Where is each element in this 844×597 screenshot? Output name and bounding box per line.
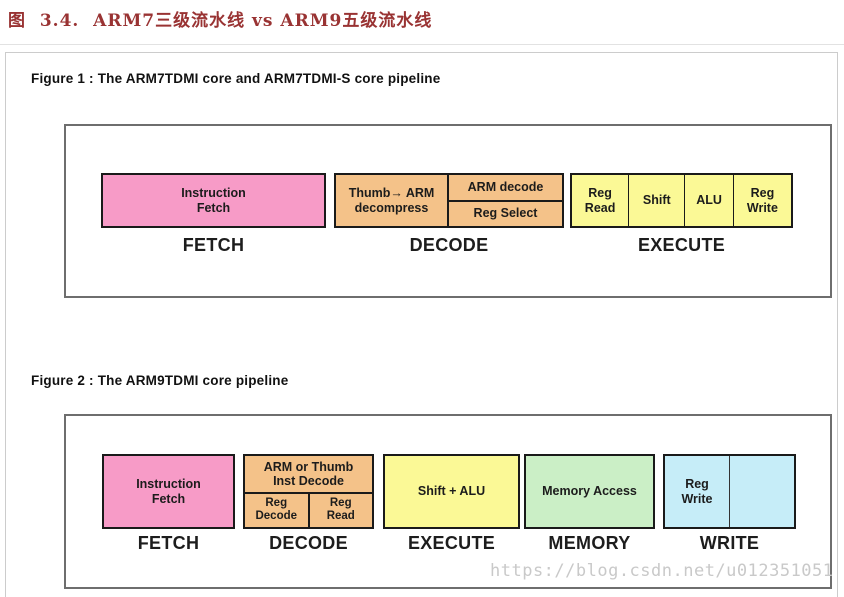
- figure2-execute-label: EXECUTE: [407, 533, 496, 553]
- figure1-execute-group: Reg Read Shift ALU Reg Write: [570, 173, 793, 228]
- figure2-reg-decode-cell: Reg Decode: [255, 497, 298, 523]
- figure1-execute-label: EXECUTE: [637, 235, 726, 255]
- figure1-alu-cell: ALU: [684, 175, 732, 226]
- figure1-reg-read-cell: Reg Read: [584, 185, 616, 215]
- figure1-instruction-fetch-cell: Instruction Fetch: [101, 173, 326, 228]
- figure2-write-empty-cell: [729, 456, 794, 527]
- figure2-decode-group: ARM or Thumb Inst Decode Reg Decode Reg …: [243, 454, 374, 529]
- figure2-write-label: WRITE: [699, 533, 760, 553]
- figure2-caption: Figure 2 : The ARM9TDMI core pipeline: [31, 373, 289, 388]
- figure1-fetch-label: FETCH: [182, 235, 245, 255]
- figure1-caption: Figure 1 : The ARM7TDMI core and ARM7TDM…: [31, 71, 441, 86]
- figure2-decode-bottom-row: Reg Decode Reg Read: [245, 491, 373, 527]
- figure2-memory-label: MEMORY: [548, 533, 631, 553]
- figure2-inst-decode-cell: ARM or Thumb Inst Decode: [263, 459, 354, 488]
- figure2-shift-alu-cell: Shift + ALU: [383, 454, 520, 529]
- figure2-reg-read-cell: Reg Read: [307, 493, 373, 527]
- figure1-reg-select-cell: Reg Select: [449, 199, 562, 227]
- figure2-fetch-label: FETCH: [137, 533, 200, 553]
- figure1-decode-label: DECODE: [409, 235, 489, 255]
- figure2-reg-write-cell: Reg Write: [681, 476, 713, 506]
- figure1-decode-right-column: ARM decode Reg Select: [447, 175, 562, 226]
- watermark-text: https://blog.csdn.net/u012351051: [490, 561, 834, 581]
- figure1-diagram: Instruction Fetch Thumb→ ARM decompress …: [64, 124, 832, 298]
- figure2-write-group: Reg Write: [663, 454, 796, 529]
- figure1-reg-write-cell: Reg Write: [732, 175, 791, 226]
- figure1-thumb-decompress-cell: Thumb→ ARM decompress: [348, 185, 435, 215]
- figure1-decode-group: Thumb→ ARM decompress ARM decode Reg Sel…: [334, 173, 564, 228]
- heading-divider: [0, 44, 844, 45]
- content-panel: Figure 1 : The ARM7TDMI core and ARM7TDM…: [5, 52, 838, 597]
- figure1-shift-cell: Shift: [628, 175, 684, 226]
- figure2-diagram: Instruction Fetch ARM or Thumb Inst Deco…: [64, 414, 832, 589]
- page-title: 图 3.4. ARM7三级流水线 vs ARM9五级流水线: [8, 11, 433, 31]
- figure2-instruction-fetch-cell: Instruction Fetch: [102, 454, 235, 529]
- figure2-decode-label: DECODE: [269, 533, 348, 553]
- figure1-arm-decode-cell: ARM decode: [467, 179, 544, 194]
- figure2-memory-access-cell: Memory Access: [524, 454, 655, 529]
